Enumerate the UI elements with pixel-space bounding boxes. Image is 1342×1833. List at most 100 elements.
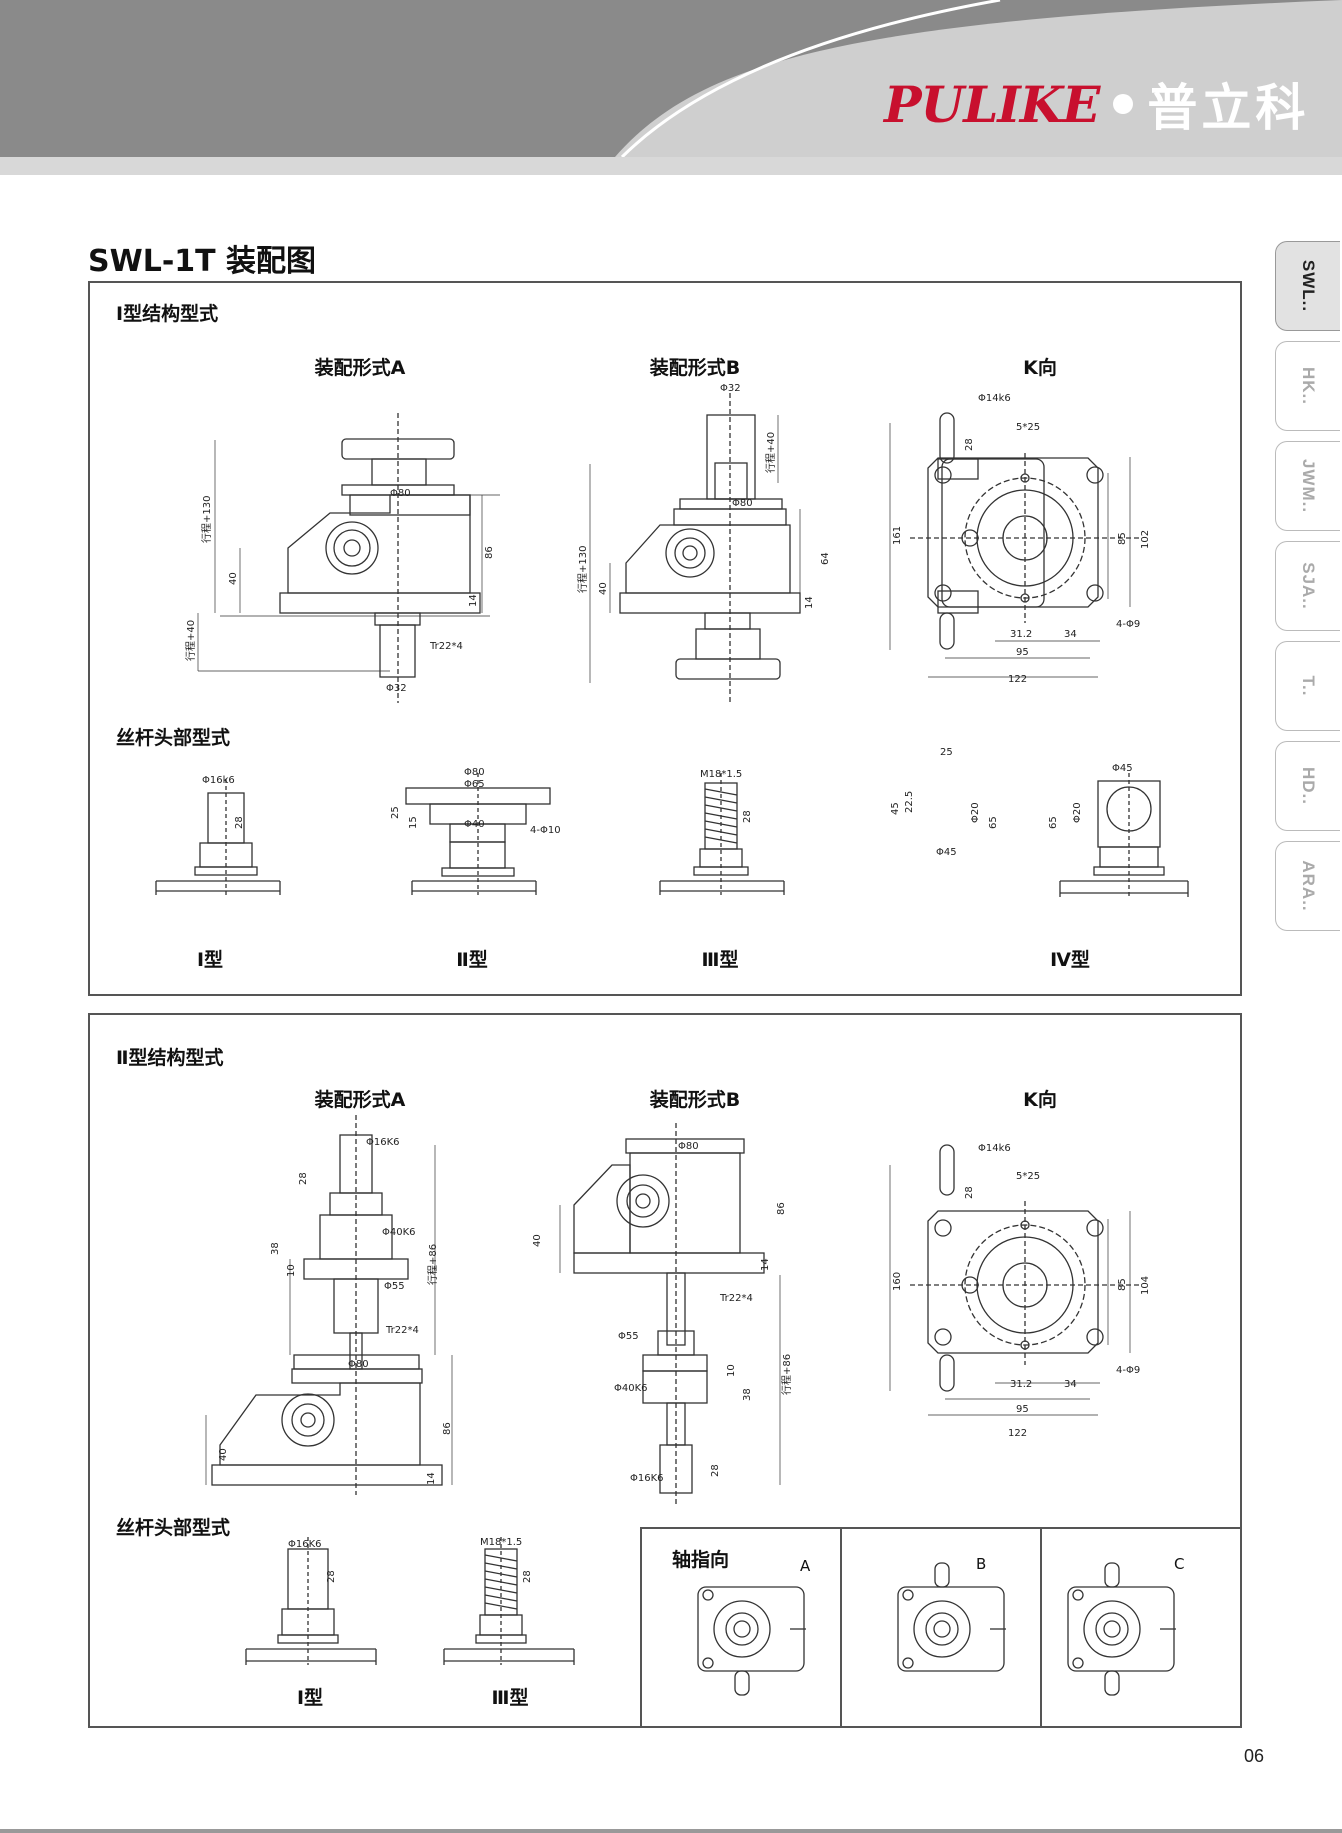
dim-a-d32: Φ32 [386,683,407,694]
caption-assembly-a: 装配形式A [314,357,406,379]
head-types-title: 丝杆头部型式 [116,727,231,749]
dim-t3-thread: M18*1.5 [700,769,742,780]
dim-k-total: 161 [892,526,903,545]
tab-jwm[interactable]: JWM.. [1275,441,1340,531]
dim-t4-h45: 45 [890,802,901,815]
dim2-a-h40: 40 [218,1448,229,1461]
head-type3-label: Ⅲ型 [701,949,739,971]
dim-k-w122: 122 [1008,674,1027,685]
dim-b-h40: 40 [598,582,609,595]
dim-a-h40: 40 [228,572,239,585]
tab-sja[interactable]: SJA.. [1275,541,1340,631]
head2-type1-drawing [245,1537,377,1665]
dim-b-d32: Φ32 [720,383,741,394]
dim-a-thread: Tr22*4 [429,641,463,652]
dim2-k-hkey: 28 [964,1186,975,1199]
dim2-k-holes: 4-Φ9 [1116,1365,1140,1376]
head-type1-label: Ⅰ型 [196,949,224,971]
dim2-a-h28: 28 [298,1172,309,1185]
dim2-a-d55: Φ55 [384,1281,405,1292]
dim-t4-h22: 22.5 [904,791,915,813]
head-type2-drawing [405,773,551,895]
head2-type1-label: Ⅰ型 [296,1687,324,1709]
head2-type3-label: Ⅲ型 [491,1687,529,1709]
panel2-drawings: Φ16K6 28 Φ40K6 38 10 Φ55 行程+86 Tr22*4 Φ8… [205,1115,1176,1696]
tab-swl[interactable]: SWL.. [1275,241,1340,331]
brand-name-cn: 普立科 [1147,79,1310,137]
page-title: SWL-1T 装配图 [88,244,317,279]
shaft-dir-c-drawing [1067,1562,1176,1696]
drawing-a-type1 [197,413,500,703]
dim2-b-d80: Φ80 [678,1141,699,1152]
dim-k-h85: 85 [1117,532,1128,545]
dim2-k-w122: 122 [1008,1428,1027,1439]
dim2-t1-d: Φ16K6 [288,1539,322,1550]
dim-k-holes: 4-Φ9 [1116,619,1140,630]
panel1-drawings: Φ80 Tr22*4 Φ32 行程+130 行程+40 40 86 14 Φ32… [155,383,1189,897]
brand-name-en: PULIKE [884,74,1100,134]
dim-b-stroke130: 行程+130 [576,546,589,593]
drawing-b-type2 [559,1123,781,1505]
dim2-b-h28: 28 [710,1464,721,1477]
tab-hk[interactable]: HK.. [1275,341,1340,431]
caption2-k-view: K向 [1023,1089,1057,1111]
dim2-k-total: 160 [892,1272,903,1291]
dim2-b-h38: 38 [742,1388,753,1401]
caption2-assembly-b: 装配形式B [649,1089,741,1111]
panel2-title: Ⅱ型结构型式 [116,1047,224,1069]
dim-k-hkey: 28 [964,438,975,451]
dim2-b-h40: 40 [532,1234,543,1247]
dim-a-d80: Φ80 [390,488,411,499]
shaft-dir-b-label: B [976,1555,987,1573]
dim-t4b-d20: Φ20 [1072,802,1083,823]
dim2-k-w31: 31.2 [1010,1379,1032,1390]
dim-t4-w25: 25 [940,747,953,758]
footer-divider [0,1829,1342,1833]
dim2-a-h38: 38 [270,1242,281,1255]
dim-a-stroke130: 行程+130 [200,496,213,543]
head-type1-drawing [155,779,281,895]
dim2-k-w34: 34 [1064,1379,1077,1390]
dim-t2-d80: Φ80 [464,767,485,778]
tab-t[interactable]: T.. [1275,641,1340,731]
panel1-title: Ⅰ型结构型式 [116,303,219,325]
shaft-direction-table: 轴指向 A B C [640,1527,1242,1728]
dim2-b-h14: 14 [760,1258,771,1271]
dim2-a-h10: 10 [286,1264,297,1277]
dim-t3-h: 28 [742,810,753,823]
page-number: 06 [1244,1746,1265,1766]
dim-t2-h15: 15 [408,816,419,829]
dim2-b-d55: Φ55 [618,1331,639,1342]
dim2-t3-thread: M18*1.5 [480,1537,522,1548]
tab-ara[interactable]: ARA.. [1275,841,1340,931]
dim-t4-d45: Φ45 [936,847,957,858]
dim2-a-h86: 86 [442,1422,453,1435]
dim-t2-d40: Φ40 [464,819,485,830]
header-band [0,0,1342,175]
dim-t2-holes: 4-Φ10 [530,825,561,836]
dim-b-stroke40: 行程+40 [764,432,777,473]
head-type4b-drawing [1059,773,1189,897]
dim-t2-h25: 25 [390,806,401,819]
dim-k-shaft: Φ14k6 [978,393,1011,404]
dim2-b-h86: 86 [776,1202,787,1215]
dim-k-h102: 102 [1140,530,1151,549]
dim-k-key: 5*25 [1016,422,1040,433]
dim-a-stroke40: 行程+40 [184,620,197,661]
dim2-b-h10: 10 [726,1364,737,1377]
caption-assembly-b: 装配形式B [649,357,741,379]
shaft-dir-b-drawing [897,1562,1006,1672]
tab-hd[interactable]: HD.. [1275,741,1340,831]
dim2-b-d40: Φ40K6 [614,1383,648,1394]
dim2-t1-h: 28 [326,1570,337,1583]
dim2-k-key: 5*25 [1016,1171,1040,1182]
dim-k-w95: 95 [1016,647,1029,658]
dim2-k-h85: 85 [1117,1278,1128,1291]
drawing-k-type2 [889,1144,1140,1416]
shaft-dir-c-label: C [1174,1555,1185,1573]
dim-t2-d65: Φ65 [464,779,485,790]
dim2-b-d16: Φ16K6 [630,1473,664,1484]
dim-t4b-h65: 65 [1048,816,1059,829]
dim2-k-w95: 95 [1016,1404,1029,1415]
dim2-a-h14: 14 [426,1472,437,1485]
